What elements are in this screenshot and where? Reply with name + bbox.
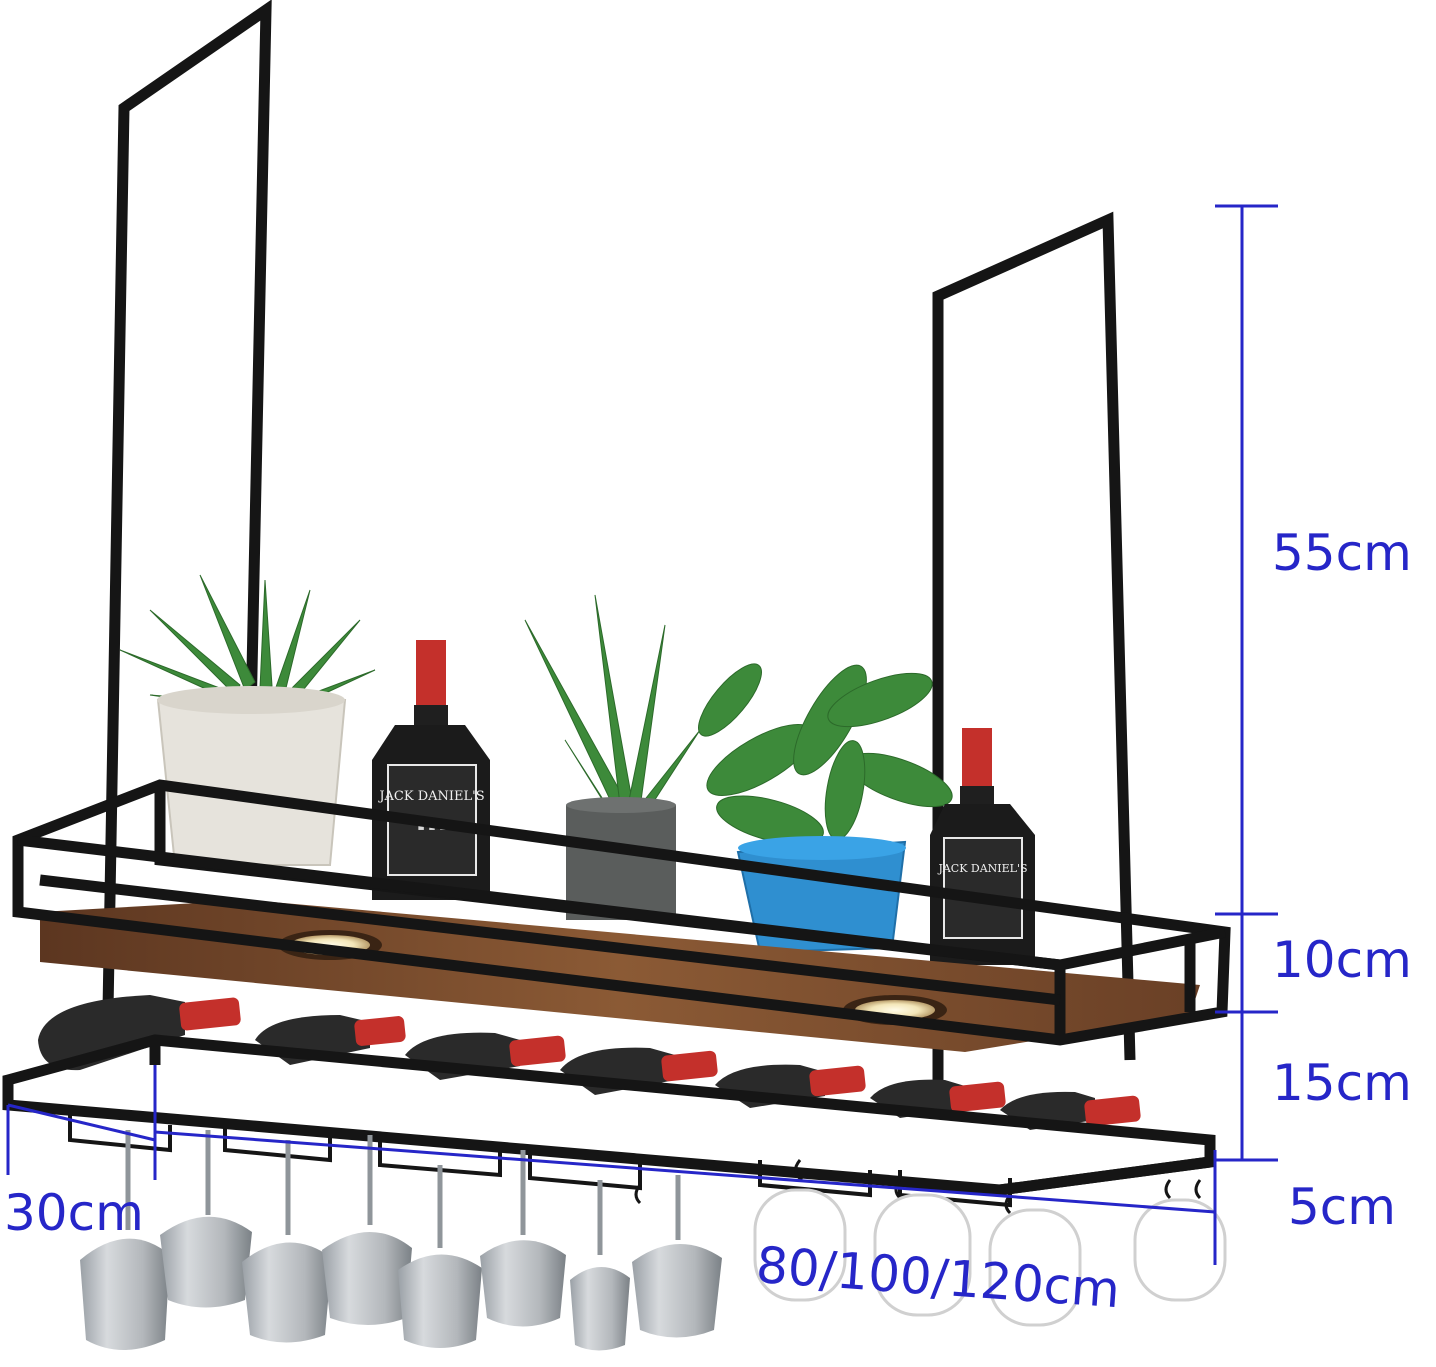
mug-icon (988, 1208, 1082, 1327)
mug-icon (753, 1188, 847, 1302)
width-dimension-line (154, 1130, 1216, 1214)
wine-glass-icon (160, 1130, 252, 1308)
height-label-5: 5cm (1288, 1178, 1397, 1236)
wine-glass-icon (242, 1140, 332, 1343)
bottle-label: JACK DANIEL'S (937, 862, 1027, 875)
wine-glass-icon (398, 1165, 482, 1348)
plant-icon (119, 574, 376, 866)
plant-icon (698, 663, 953, 954)
hanging-rod-right (932, 211, 1136, 1080)
wine-glass-icon (322, 1135, 412, 1325)
plant-icon (524, 594, 701, 920)
whiskey-bottle-icon: JACK DANIEL'S (930, 728, 1035, 965)
wine-glass-icon (570, 1180, 630, 1351)
depth-dimension-line (7, 1103, 156, 1142)
bottle-label: JACK DANIEL'S (377, 789, 484, 804)
hook-row (634, 1159, 1202, 1215)
hanging-rod-left (102, 0, 272, 1011)
height-label-55: 55cm (1272, 524, 1412, 582)
mug-icon (873, 1193, 972, 1317)
wine-glass-row (80, 1130, 722, 1351)
wine-bottle-icon (38, 995, 241, 1071)
whiskey-bottle-icon: JACK DANIEL'S ▪ ▪ ▪ (372, 640, 490, 900)
wine-glass-icon (632, 1175, 722, 1338)
mug-row (753, 1188, 1227, 1327)
dimension-lines (6, 204, 1278, 1265)
height-label-15: 15cm (1272, 1054, 1412, 1112)
mug-icon (1133, 1198, 1227, 1302)
height-label-10: 10cm (1272, 931, 1412, 989)
wine-glass-icon (80, 1130, 170, 1350)
depth-label: 30cm (4, 1184, 144, 1242)
wine-glass-icon (480, 1150, 566, 1327)
